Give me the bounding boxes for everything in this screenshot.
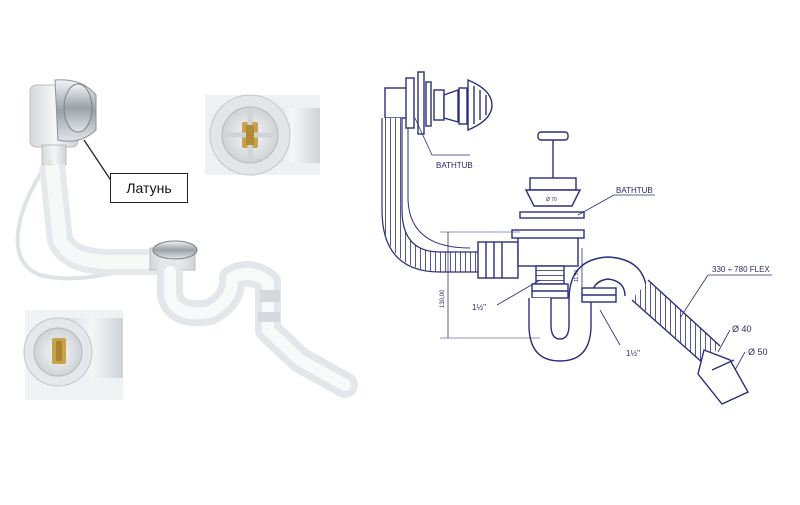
overflow-head <box>29 79 97 166</box>
label-d50: Ø 50 <box>748 347 768 357</box>
inset-socket-bottom <box>23 310 123 400</box>
drain-strainer-parts <box>519 131 585 219</box>
label-flex: 330 ÷ 780 FLEX <box>712 265 770 274</box>
trap-u <box>529 256 647 362</box>
outlet-flex-hose <box>631 281 721 364</box>
label-bathtub-top: BATHTUB <box>436 161 473 170</box>
callout-pointer <box>83 139 113 183</box>
brass-callout-label: Латунь <box>110 173 188 203</box>
label-dim-70: Ø 70 <box>546 197 557 203</box>
label-d40: Ø 40 <box>732 324 752 334</box>
overflow-parts <box>384 71 493 135</box>
label-dim-1150: 11,50 <box>574 270 580 282</box>
siphon-photo <box>15 79 358 398</box>
label-pipe-bottom: 1½" <box>626 349 640 358</box>
inset-socket-top <box>205 94 320 176</box>
label-dim-130: 130,00 <box>440 289 446 308</box>
label-pipe-top: 1½" <box>472 303 486 312</box>
overflow-hose <box>382 118 480 272</box>
label-bathtub-mid: BATHTUB <box>616 186 653 195</box>
technical-drawing <box>381 71 772 405</box>
